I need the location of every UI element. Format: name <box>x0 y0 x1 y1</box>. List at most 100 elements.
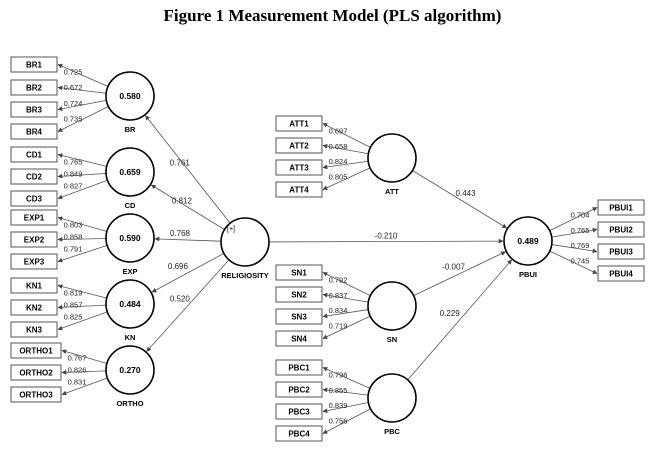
indicator-ortho2: ORTHO2 <box>10 364 62 381</box>
loading-value: 0.735 <box>64 115 83 124</box>
latent-variable-value: 0.580 <box>119 91 141 101</box>
loading-arrow <box>322 367 371 389</box>
indicator-label: PBC4 <box>288 430 310 439</box>
latent-variable-sn: SN <box>367 281 417 344</box>
indicator-att4: ATT4 <box>275 181 323 198</box>
path-arrow-religiosity-br <box>145 115 231 224</box>
loading-value: 0.767 <box>68 354 87 363</box>
indicator-label: ORTHO3 <box>19 391 53 400</box>
path-arrow-sn-pbui <box>413 251 506 297</box>
indicator-pbc3: PBC3 <box>275 403 323 420</box>
path-arrow-att-pbui <box>412 170 508 229</box>
loading-value: 0.824 <box>329 157 348 166</box>
indicator-att2: ATT2 <box>275 137 323 154</box>
loading-value: 0.745 <box>571 257 590 266</box>
indicator-br3: BR3 <box>10 101 58 118</box>
loading-value: 0.756 <box>329 417 348 426</box>
loading-arrow <box>57 311 108 331</box>
indicator-label: EXP2 <box>24 236 45 245</box>
loading-arrow <box>61 377 108 396</box>
loading-value: 0.834 <box>329 306 348 315</box>
latent-variable-name: PBC <box>384 427 400 436</box>
loading-value: 0.791 <box>64 245 83 254</box>
indicator-label: CD3 <box>26 195 43 204</box>
path-coefficient: 0.520 <box>170 295 191 304</box>
loading-value: 0.826 <box>68 366 87 375</box>
indicator-pbc4: PBC4 <box>275 425 323 442</box>
indicator-cd3: CD3 <box>10 190 58 207</box>
indicator-label: SN4 <box>291 335 307 344</box>
indicator-label: ORTHO1 <box>19 347 53 356</box>
indicator-kn2: KN2 <box>10 299 58 316</box>
loading-arrow <box>322 143 369 155</box>
loading-arrow <box>549 250 598 274</box>
indicator-label: PBUI2 <box>609 226 633 235</box>
loading-arrow <box>551 227 598 238</box>
path-arrow-religiosity-exp <box>154 236 222 242</box>
indicator-kn1: KN1 <box>10 277 58 294</box>
indicator-label: KN3 <box>26 326 43 335</box>
latent-variable-religiosity: [+] RELIGIOSITY <box>220 217 270 280</box>
indicator-exp1: EXP1 <box>10 209 58 226</box>
loading-value: 0.724 <box>64 99 83 108</box>
indicator-label: PBC1 <box>288 364 310 373</box>
loading-value: 0.837 <box>329 291 348 300</box>
indicator-sn4: SN4 <box>275 330 323 347</box>
latent-variable-value: 0.590 <box>119 233 141 243</box>
latent-variable-name: KN <box>125 333 136 342</box>
latent-variable-value: 0.270 <box>119 365 141 375</box>
loading-value: 0.805 <box>329 173 348 182</box>
path-coefficient: -0.007 <box>442 263 465 272</box>
indicator-label: ATT2 <box>289 142 309 151</box>
loading-arrow <box>322 292 369 303</box>
path-arrow-pbc-pbui <box>407 259 512 381</box>
figure-title: Figure 1 Measurement Model (PLS algorith… <box>163 6 502 25</box>
path-coefficient: 0.812 <box>172 196 193 205</box>
latent-variable-name: RELIGIOSITY <box>221 271 269 280</box>
loading-arrow <box>551 244 598 254</box>
path-coefficient: 0.696 <box>168 262 189 271</box>
indicator-label: PBC3 <box>288 408 310 417</box>
path-arrow-religiosity-ortho <box>146 259 230 352</box>
latent-variable-name: EXP <box>122 267 137 276</box>
loading-value: 0.658 <box>329 142 348 151</box>
latent-variable-value: [+] <box>227 226 235 233</box>
loading-value: 0.858 <box>64 233 83 242</box>
indicator-label: EXP3 <box>24 258 45 267</box>
loading-value: 0.825 <box>64 313 83 322</box>
indicator-label: ATT1 <box>289 120 309 129</box>
loading-arrow <box>57 85 107 94</box>
indicator-label: SN2 <box>291 291 307 300</box>
loading-arrow <box>57 237 107 242</box>
latent-variable-name: SN <box>387 335 397 344</box>
path-arrow-religiosity-kn <box>151 253 225 293</box>
indicator-sn3: SN3 <box>275 308 323 325</box>
latent-variable-value: 0.489 <box>517 236 539 246</box>
latent-variable-pbc: PBC <box>367 373 417 436</box>
latent-variable-value: 0.484 <box>119 299 141 309</box>
loading-value: 0.849 <box>64 170 83 179</box>
loading-arrow <box>57 179 108 200</box>
indicator-label: CD2 <box>26 173 43 182</box>
loading-arrow <box>57 106 109 132</box>
indicator-att3: ATT3 <box>275 159 323 176</box>
indicator-pbc2: PBC2 <box>275 381 323 398</box>
indicator-kn3: KN3 <box>10 321 58 338</box>
latent-variable-name: CD <box>125 201 136 210</box>
loading-arrow <box>322 167 371 190</box>
loading-arrow <box>61 349 108 364</box>
loading-value: 0.839 <box>329 401 348 410</box>
loading-value: 0.803 <box>64 221 83 230</box>
latent-variable-value: 0.659 <box>119 167 141 177</box>
loading-value: 0.855 <box>329 386 348 395</box>
indicator-label: PBUI1 <box>609 204 633 213</box>
indicator-label: ATT4 <box>289 186 309 195</box>
loading-value: 0.796 <box>329 371 348 380</box>
loading-arrow <box>322 160 369 170</box>
loading-arrow <box>57 244 108 263</box>
loading-value: 0.831 <box>68 378 87 387</box>
indicator-label: SN1 <box>291 269 307 278</box>
